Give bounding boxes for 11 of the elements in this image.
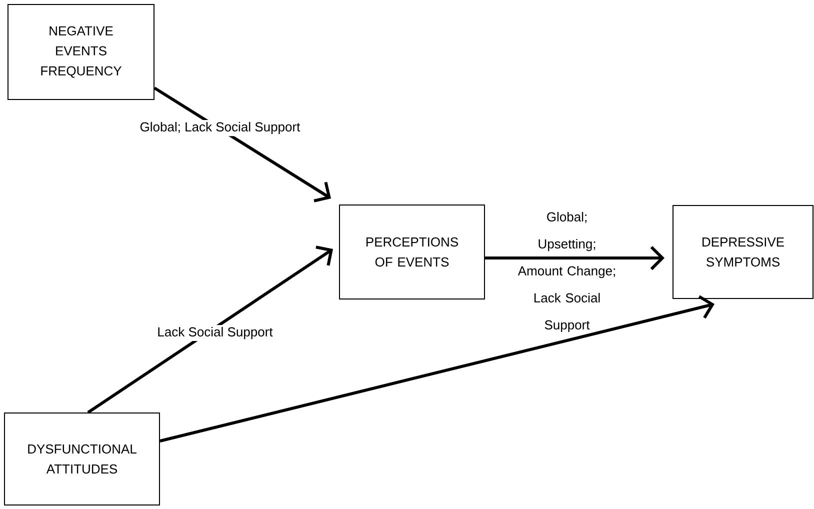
process-box: PERCEPTIONS OF EVENTS (339, 204, 485, 300)
edge-label: Global; Lack Social Support (138, 120, 302, 136)
process-box: NEGATIVE EVENTS FREQUENCY (8, 4, 154, 100)
edge-label: Lack Social Support (155, 324, 275, 342)
process-box: DYSFUNCTIONAL ATTITUDES (4, 412, 160, 506)
process-box: DEPRESSIVE SYMPTOMS (672, 205, 814, 299)
arrow (485, 246, 664, 270)
edge-label: Global; Upsetting; Amount Change; Lack Social Support (518, 212, 615, 332)
arrow (87, 246, 333, 414)
arrow (154, 86, 331, 202)
arrow (160, 295, 714, 442)
